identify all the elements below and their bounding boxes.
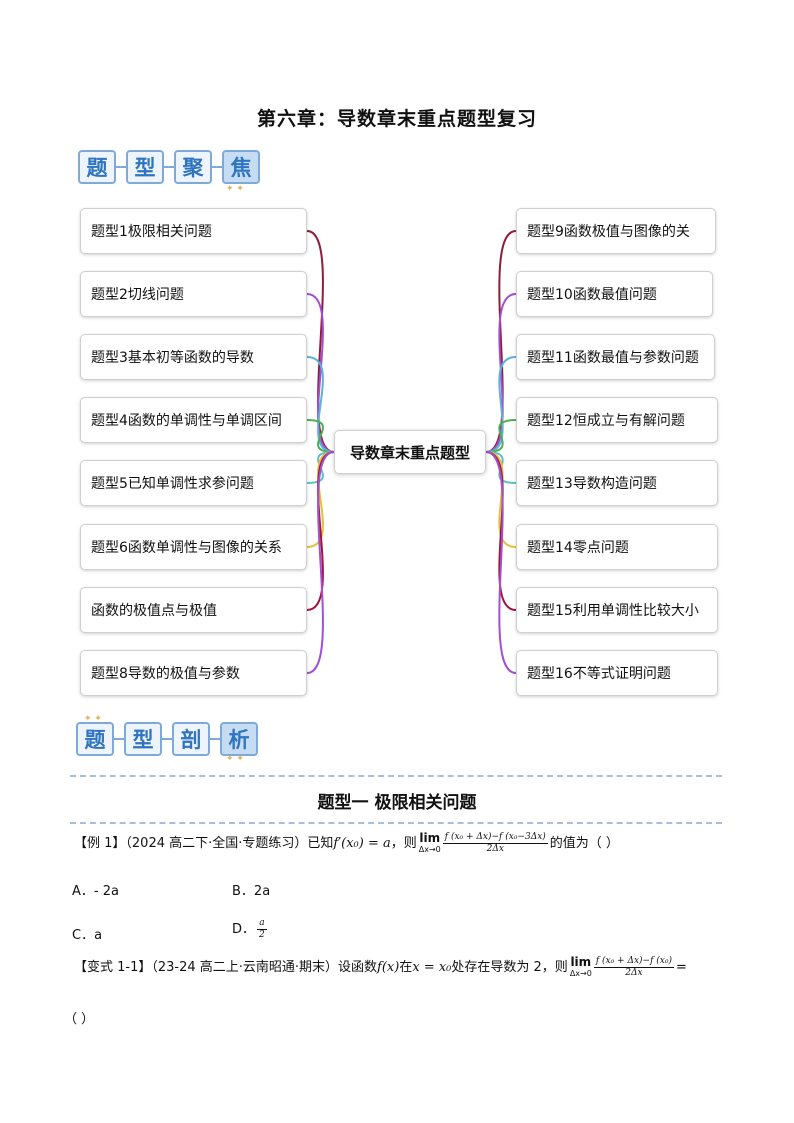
connector-left (306, 451, 335, 548)
page-title: 第六章：导数章末重点题型复习 (256, 108, 537, 130)
badge-char: 析 (220, 722, 258, 756)
variant-1-1: 【变式 1-1】（23-24 高二上·云南昭通·期末）设函数f(x)在x = x… (74, 954, 687, 979)
mindmap-node-left: 题型3基本初等函数的导数 (80, 334, 307, 380)
mindmap-node-left: 题型6函数单调性与图像的关系 (80, 524, 307, 570)
connector-left (306, 293, 335, 453)
option-b: B．2a (232, 884, 271, 899)
mindmap-node-left: 题型1极限相关问题 (80, 208, 307, 254)
badge-char: 聚 (174, 150, 212, 184)
connector-left (306, 451, 335, 674)
connector-left (306, 356, 335, 453)
connector-left (306, 451, 335, 611)
sparkle-icon: ✦ ✦ (226, 184, 244, 194)
variant-answer-parens: （ ） (64, 1012, 95, 1027)
connector-right (485, 356, 517, 453)
mindmap-node-left: 题型5已知单调性求参问题 (80, 460, 307, 506)
badge-char: 剖 (172, 722, 210, 756)
divider-bottom (70, 822, 722, 824)
mindmap-node-left: 题型2切线问题 (80, 271, 307, 317)
mindmap-connectors (306, 230, 517, 674)
divider-top (70, 775, 722, 777)
badge-char: 型 (126, 150, 164, 184)
connector-right (485, 230, 517, 453)
connector-left (306, 419, 335, 453)
sparkle-icon: ✦ ✦ (84, 714, 102, 724)
option-c: C．a (72, 928, 103, 943)
mindmap-node-right: 题型10函数最值问题 (516, 271, 713, 317)
mindmap-node-right: 题型11函数最值与参数问题 (516, 334, 715, 380)
limit-fraction: f (x₀ + Δx)−f (x₀)2Δx (593, 956, 674, 978)
limit-fraction: f (x₀ + Δx)−f (x₀−3Δx)2Δx (442, 832, 548, 854)
badge-char: 型 (124, 722, 162, 756)
badge-char: 题 (78, 150, 116, 184)
mindmap-center-node: 导数章末重点题型 (334, 430, 486, 474)
mindmap-node-right: 题型16不等式证明问题 (516, 650, 718, 696)
mindmap-node-right: 题型12恒成立与有解问题 (516, 397, 718, 443)
badge-char: 题 (76, 722, 114, 756)
mindmap-node-right: 题型15利用单调性比较大小 (516, 587, 718, 633)
given-expression: f′(x₀) = a (333, 836, 391, 851)
mindmap-node-left: 题型4函数的单调性与单调区间 (80, 397, 307, 443)
mindmap-node-right: 题型9函数极值与图像的关 (516, 208, 716, 254)
mindmap-node-right: 题型14零点问题 (516, 524, 718, 570)
mindmap-node-right: 题型13导数构造问题 (516, 460, 718, 506)
option-a: A．- 2a (72, 884, 119, 899)
mindmap-node-left: 题型8导数的极值与参数 (80, 650, 307, 696)
mindmap-node-left: 函数的极值点与极值 (80, 587, 307, 633)
section-title: 题型一 极限相关问题 (317, 793, 477, 813)
connector-right (485, 293, 517, 453)
badge-row-focus: ✦ ✦ 题 型 聚 焦 (78, 150, 278, 194)
connector-right (485, 451, 517, 611)
connector-right (485, 419, 517, 453)
badge-row-analysis: ✦ ✦ ✦ ✦ 题 型 剖 析 (76, 714, 276, 764)
sparkle-icon: ✦ ✦ (226, 754, 244, 764)
connector-right (485, 451, 517, 548)
connector-right (485, 451, 517, 674)
badge-char: 焦 (222, 150, 260, 184)
connector-left (306, 230, 335, 453)
